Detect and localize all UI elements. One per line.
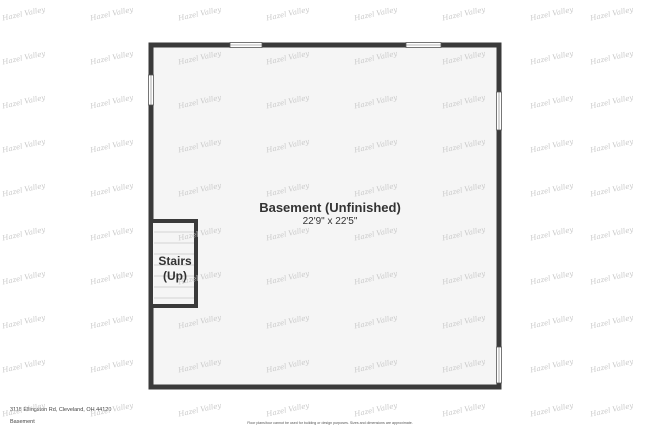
stairs-label-line2: (Up): [163, 269, 187, 283]
property-address: 3118 Ellingston Rd, Cleveland, OH 44120: [10, 407, 112, 413]
window-right-lower: [496, 346, 502, 384]
window-left: [148, 74, 154, 106]
basement-floor: [151, 45, 499, 387]
level-name: Basement: [10, 419, 35, 425]
stairs-label-line1: Stairs: [158, 254, 192, 268]
window-top-left: [229, 42, 263, 48]
stairs: [153, 219, 198, 308]
window-top-right: [405, 42, 442, 48]
room-dimensions: 22'9" x 22'5": [302, 216, 358, 227]
disclaimer: Floor plans/tour cannot be used for buil…: [247, 421, 413, 425]
stairs-label: Stairs (Up): [153, 254, 197, 284]
room-name: Basement (Unfinished): [259, 200, 401, 215]
basement-walls: [148, 42, 502, 390]
window-right-upper: [496, 91, 502, 131]
